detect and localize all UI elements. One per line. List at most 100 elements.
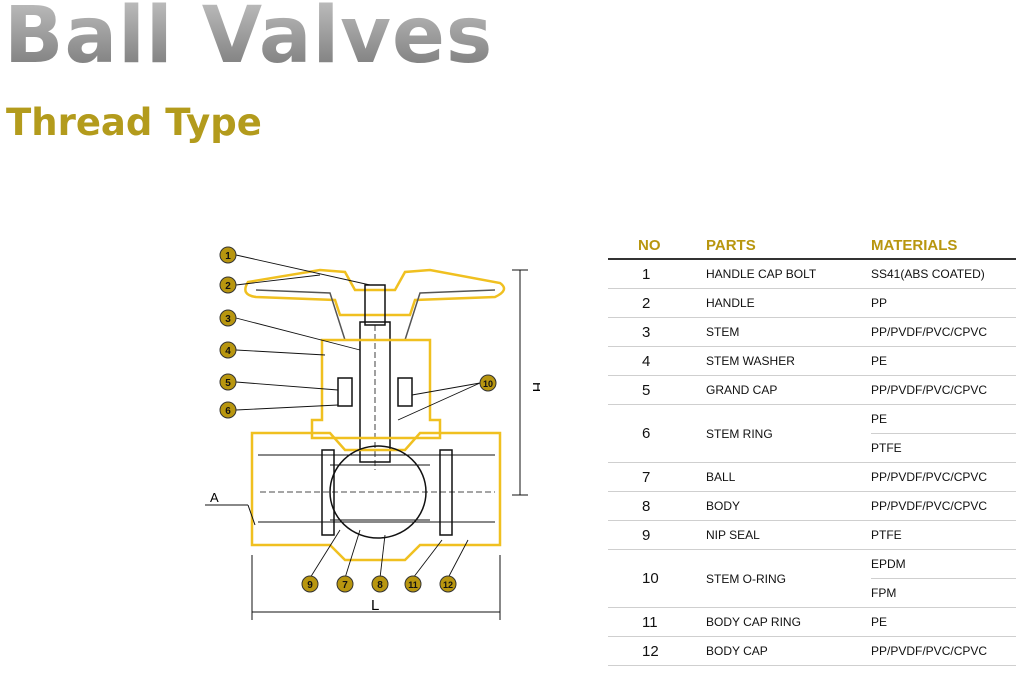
callout-10: 10 [479, 374, 497, 392]
material-value: PP [871, 296, 888, 310]
valve-cross-section-diagram: 1 2 3 4 5 6 7 8 9 10 11 12 H L A [205, 246, 540, 620]
material-value: PP/PVDF/PVC/CPVC [871, 644, 988, 658]
part-number: 10 [608, 549, 706, 608]
part-name: HANDLE [706, 288, 871, 318]
part-materials: PE [871, 607, 1016, 637]
stem-ring-right [397, 377, 413, 407]
part-materials: PP/PVDF/PVC/CPVC [871, 375, 1016, 405]
body-highlight [250, 431, 502, 562]
callout-4: 4 [219, 341, 237, 359]
part-materials: SS41(ABS COATED) [871, 259, 1016, 289]
callout-12: 12 [439, 575, 457, 593]
part-number: 11 [608, 607, 706, 637]
part-materials: PE PTFE [871, 404, 1016, 463]
callout-8: 8 [371, 575, 389, 593]
part-number: 4 [608, 346, 706, 376]
svg-text:8: 8 [377, 580, 383, 591]
height-label: H [530, 382, 540, 392]
part-name: NIP SEAL [706, 520, 871, 550]
svg-text:4: 4 [225, 346, 231, 357]
part-name: GRAND CAP [706, 375, 871, 405]
part-number: 5 [608, 375, 706, 405]
part-materials: PP/PVDF/PVC/CPVC [871, 462, 1016, 492]
material-value: PTFE [871, 433, 1016, 462]
callout-1: 1 [219, 246, 237, 264]
part-number: 8 [608, 491, 706, 521]
part-number: 2 [608, 288, 706, 318]
part-number: 9 [608, 520, 706, 550]
part-number: 3 [608, 317, 706, 347]
part-number: 7 [608, 462, 706, 492]
callout-leaders [235, 254, 481, 579]
part-name: BODY CAP RING [706, 607, 871, 637]
material-value: PP/PVDF/PVC/CPVC [871, 325, 988, 339]
callout-2: 2 [219, 276, 237, 294]
header-no: NO [608, 232, 706, 260]
svg-text:10: 10 [483, 379, 493, 389]
callout-11: 11 [404, 575, 422, 593]
callout-9: 9 [301, 575, 319, 593]
callout-5: 5 [219, 373, 237, 391]
part-name: BODY [706, 491, 871, 521]
material-value: PP/PVDF/PVC/CPVC [871, 499, 988, 513]
part-number: 1 [608, 259, 706, 289]
svg-text:6: 6 [225, 406, 231, 417]
body-cap-ring-shape [439, 449, 453, 536]
part-name: BALL [706, 462, 871, 492]
material-value: PE [871, 615, 888, 629]
part-name: STEM RING [706, 404, 871, 463]
svg-text:1: 1 [225, 251, 231, 262]
table-header-row: NO PARTS MATERIALS [608, 232, 1016, 260]
thread-label: A [210, 490, 219, 505]
svg-text:7: 7 [342, 580, 348, 591]
material-value: PTFE [871, 528, 902, 542]
svg-text:11: 11 [408, 580, 418, 590]
part-materials: PP/PVDF/PVC/CPVC [871, 636, 1016, 666]
stem-ring-left [337, 377, 353, 407]
material-value: PE [871, 412, 888, 426]
material-value: PP/PVDF/PVC/CPVC [871, 470, 988, 484]
length-label: L [371, 597, 379, 614]
header-materials: MATERIALS [871, 232, 1016, 260]
svg-text:12: 12 [443, 580, 453, 590]
valve-outline [205, 254, 528, 620]
part-name: BODY CAP [706, 636, 871, 666]
part-number: 6 [608, 404, 706, 463]
part-name: STEM O-RING [706, 549, 871, 608]
header-parts: PARTS [706, 232, 871, 260]
handle-highlight [244, 268, 506, 317]
part-materials: EPDM FPM [871, 549, 1016, 608]
material-value: PE [871, 354, 888, 368]
page-title: Ball Valves [4, 0, 493, 86]
material-value: EPDM [871, 557, 906, 571]
part-name: STEM [706, 317, 871, 347]
part-materials: PP/PVDF/PVC/CPVC [871, 491, 1016, 521]
callout-markers: 1 2 3 4 5 6 7 8 9 10 11 12 [219, 246, 497, 593]
material-value: PP/PVDF/PVC/CPVC [871, 383, 988, 397]
grand-cap-highlight [310, 338, 442, 440]
part-materials: PE [871, 346, 1016, 376]
svg-text:5: 5 [225, 378, 231, 389]
part-materials: PTFE [871, 520, 1016, 550]
part-materials: PP/PVDF/PVC/CPVC [871, 317, 1016, 347]
part-name: HANDLE CAP BOLT [706, 259, 871, 289]
part-materials: PP [871, 288, 1016, 318]
svg-text:3: 3 [225, 314, 231, 325]
material-value: FPM [871, 578, 1016, 607]
callout-7: 7 [336, 575, 354, 593]
part-number: 12 [608, 636, 706, 666]
